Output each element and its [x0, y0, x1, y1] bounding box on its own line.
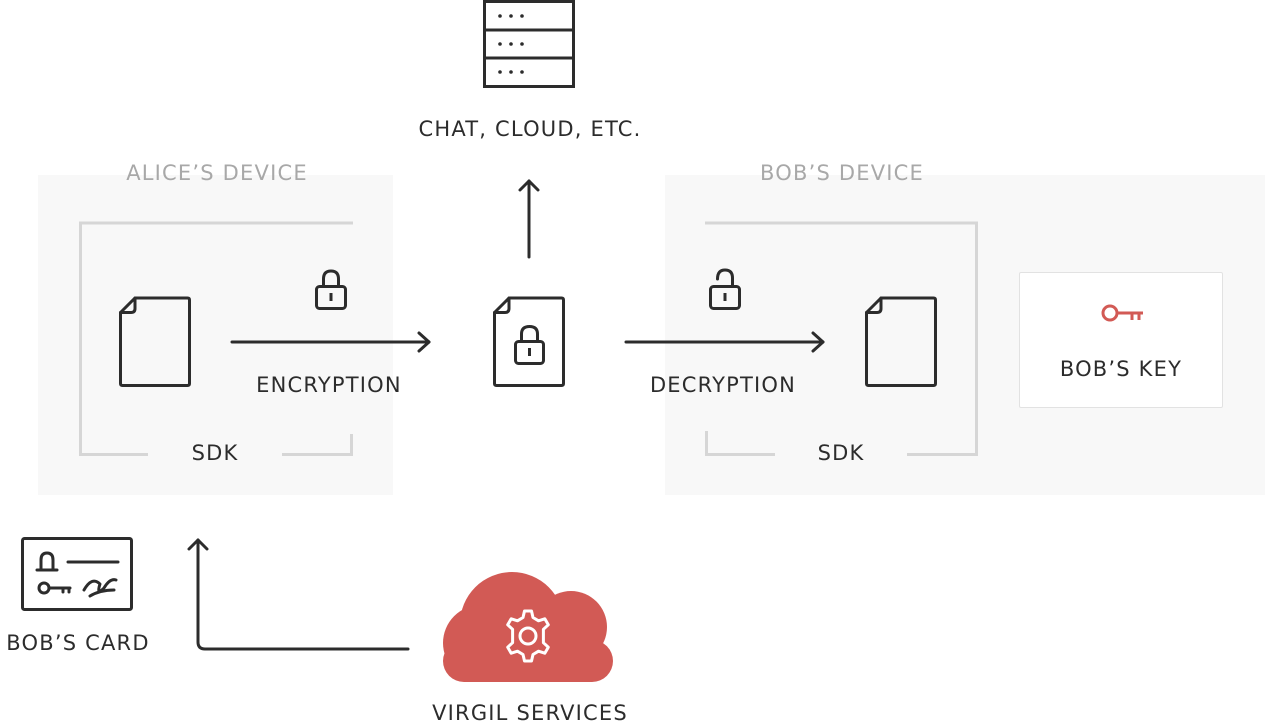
alice-sdk-label: SDK: [191, 441, 239, 465]
encrypted-document-icon: [493, 296, 565, 387]
encryption-label: ENCRYPTION: [256, 373, 402, 397]
server-label: CHAT, CLOUD, ETC.: [418, 117, 642, 141]
bobs-card-label: BOB’S CARD: [6, 631, 150, 655]
bobs-key-label: BOB’S KEY: [1059, 357, 1183, 381]
virgil-services-label: VIRGIL SERVICES: [432, 701, 628, 725]
alice-device-title: ALICE’S DEVICE: [126, 161, 308, 185]
bob-device-title: BOB’S DEVICE: [760, 161, 924, 185]
bob-sdk-label: SDK: [817, 441, 865, 465]
decryption-label: DECRYPTION: [649, 373, 797, 397]
bobs-key-card: [1019, 272, 1223, 408]
